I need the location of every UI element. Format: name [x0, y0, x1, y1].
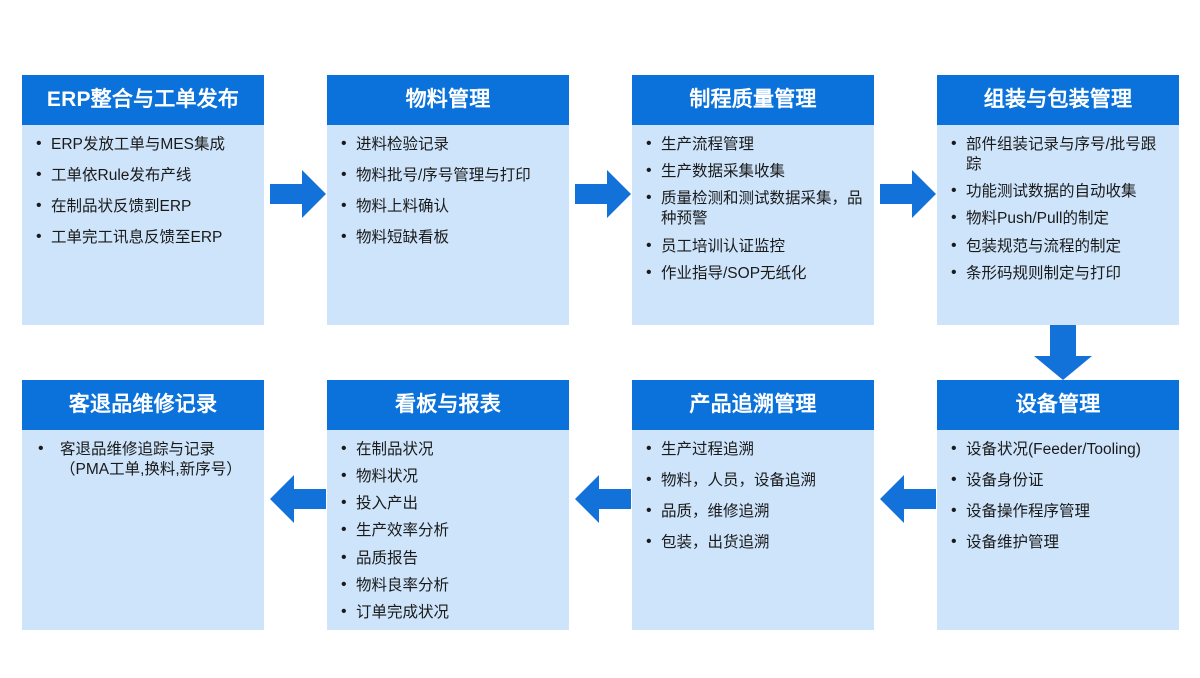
node-assembly-packaging-list: 部件组装记录与序号/批号跟踪 功能测试数据的自动收集 物料Push/Pull的制… — [945, 134, 1169, 284]
list-item: 品质，维修追溯 — [640, 501, 864, 522]
node-assembly-packaging-body: 部件组装记录与序号/批号跟踪 功能测试数据的自动收集 物料Push/Pull的制… — [937, 125, 1179, 299]
list-item: 在制品状况 — [335, 439, 559, 460]
node-traceability-title: 产品追溯管理 — [689, 393, 817, 417]
list-item: 物料，人员，设备追溯 — [640, 470, 864, 491]
list-item: 订单完成状况 — [335, 602, 559, 623]
list-item: 进料检验记录 — [335, 134, 559, 155]
list-item: 物料状况 — [335, 466, 559, 487]
list-item: 在制品状反馈到ERP — [30, 196, 254, 217]
arrow-material-to-process-quality — [575, 170, 631, 218]
node-equipment-list: 设备状况(Feeder/Tooling) 设备身份证 设备操作程序管理 设备维护… — [945, 439, 1169, 554]
list-item: 作业指导/SOP无纸化 — [640, 263, 864, 284]
node-rma-repair-list: 客退品维修追踪与记录（PMA工单,换料,新序号） — [30, 439, 254, 480]
list-item: 设备维护管理 — [945, 532, 1169, 553]
arrow-traceability-to-dashboard — [575, 475, 631, 523]
list-item: 部件组装记录与序号/批号跟踪 — [945, 134, 1169, 175]
list-item: 物料Push/Pull的制定 — [945, 208, 1169, 229]
list-item: 物料批号/序号管理与打印 — [335, 165, 559, 186]
list-item: ERP发放工单与MES集成 — [30, 134, 254, 155]
list-item: 包装规范与流程的制定 — [945, 236, 1169, 257]
list-item: 物料上料确认 — [335, 196, 559, 217]
list-item: 质量检测和测试数据采集，品种预警 — [640, 188, 864, 229]
node-equipment[interactable]: 设备管理 设备状况(Feeder/Tooling) 设备身份证 设备操作程序管理… — [937, 380, 1179, 630]
node-material-title: 物料管理 — [405, 88, 491, 112]
list-item: 设备操作程序管理 — [945, 501, 1169, 522]
list-item: 包装，出货追溯 — [640, 532, 864, 553]
list-item: 客退品维修追踪与记录（PMA工单,换料,新序号） — [30, 439, 254, 480]
node-process-quality-body: 生产流程管理 生产数据采集收集 质量检测和测试数据采集，品种预警 员工培训认证监… — [632, 125, 874, 299]
arrow-equipment-to-traceability — [880, 475, 936, 523]
node-traceability-body: 生产过程追溯 物料，人员，设备追溯 品质，维修追溯 包装，出货追溯 — [632, 430, 874, 573]
arrow-dashboard-to-rma — [270, 475, 326, 523]
node-process-quality-title: 制程质量管理 — [689, 88, 817, 112]
list-item: 生产流程管理 — [640, 134, 864, 155]
node-material[interactable]: 物料管理 进料检验记录 物料批号/序号管理与打印 物料上料确认 物料短缺看板 — [327, 75, 569, 325]
node-erp-body: ERP发放工单与MES集成 工单依Rule发布产线 在制品状反馈到ERP 工单完… — [22, 125, 264, 268]
arrow-erp-to-material — [270, 170, 326, 218]
node-assembly-packaging[interactable]: 组装与包装管理 部件组装记录与序号/批号跟踪 功能测试数据的自动收集 物料Pus… — [937, 75, 1179, 325]
node-process-quality-list: 生产流程管理 生产数据采集收集 质量检测和测试数据采集，品种预警 员工培训认证监… — [640, 134, 864, 284]
node-process-quality-header: 制程质量管理 — [632, 75, 874, 125]
node-erp[interactable]: ERP整合与工单发布 ERP发放工单与MES集成 工单依Rule发布产线 在制品… — [22, 75, 264, 325]
list-item: 功能测试数据的自动收集 — [945, 181, 1169, 202]
node-material-list: 进料检验记录 物料批号/序号管理与打印 物料上料确认 物料短缺看板 — [335, 134, 559, 249]
list-item: 员工培训认证监控 — [640, 236, 864, 257]
node-erp-header: ERP整合与工单发布 — [22, 75, 264, 125]
node-rma-repair-title: 客退品维修记录 — [68, 393, 218, 417]
node-traceability-list: 生产过程追溯 物料，人员，设备追溯 品质，维修追溯 包装，出货追溯 — [640, 439, 864, 554]
list-item: 物料良率分析 — [335, 575, 559, 596]
node-rma-repair[interactable]: 客退品维修记录 客退品维修追踪与记录（PMA工单,换料,新序号） — [22, 380, 264, 630]
node-material-header: 物料管理 — [327, 75, 569, 125]
node-dashboard-report[interactable]: 看板与报表 在制品状况 物料状况 投入产出 生产效率分析 品质报告 物料良率分析… — [327, 380, 569, 630]
node-dashboard-report-body: 在制品状况 物料状况 投入产出 生产效率分析 品质报告 物料良率分析 订单完成状… — [327, 430, 569, 630]
node-equipment-title: 设备管理 — [1015, 393, 1101, 417]
node-rma-repair-header: 客退品维修记录 — [22, 380, 264, 430]
node-dashboard-report-list: 在制品状况 物料状况 投入产出 生产效率分析 品质报告 物料良率分析 订单完成状… — [335, 439, 559, 623]
node-equipment-body: 设备状况(Feeder/Tooling) 设备身份证 设备操作程序管理 设备维护… — [937, 430, 1179, 573]
list-item: 设备身份证 — [945, 470, 1169, 491]
node-traceability[interactable]: 产品追溯管理 生产过程追溯 物料，人员，设备追溯 品质，维修追溯 包装，出货追溯 — [632, 380, 874, 630]
arrow-assembly-to-equipment — [1034, 325, 1092, 380]
node-process-quality[interactable]: 制程质量管理 生产流程管理 生产数据采集收集 质量检测和测试数据采集，品种预警 … — [632, 75, 874, 325]
list-item: 投入产出 — [335, 493, 559, 514]
node-dashboard-report-header: 看板与报表 — [327, 380, 569, 430]
node-material-body: 进料检验记录 物料批号/序号管理与打印 物料上料确认 物料短缺看板 — [327, 125, 569, 268]
node-dashboard-report-title: 看板与报表 — [395, 393, 501, 417]
node-equipment-header: 设备管理 — [937, 380, 1179, 430]
arrow-process-quality-to-assembly — [880, 170, 936, 218]
node-erp-list: ERP发放工单与MES集成 工单依Rule发布产线 在制品状反馈到ERP 工单完… — [30, 134, 254, 249]
node-assembly-packaging-title: 组装与包装管理 — [983, 88, 1133, 112]
list-item: 物料短缺看板 — [335, 227, 559, 248]
node-traceability-header: 产品追溯管理 — [632, 380, 874, 430]
node-erp-title: ERP整合与工单发布 — [46, 88, 240, 112]
list-item: 设备状况(Feeder/Tooling) — [945, 439, 1169, 460]
list-item: 生产效率分析 — [335, 520, 559, 541]
node-assembly-packaging-header: 组装与包装管理 — [937, 75, 1179, 125]
node-rma-repair-body: 客退品维修追踪与记录（PMA工单,换料,新序号） — [22, 430, 264, 497]
list-item: 品质报告 — [335, 548, 559, 569]
list-item: 工单完工讯息反馈至ERP — [30, 227, 254, 248]
list-item: 生产过程追溯 — [640, 439, 864, 460]
list-item: 条形码规则制定与打印 — [945, 263, 1169, 284]
list-item: 生产数据采集收集 — [640, 161, 864, 182]
list-item: 工单依Rule发布产线 — [30, 165, 254, 186]
